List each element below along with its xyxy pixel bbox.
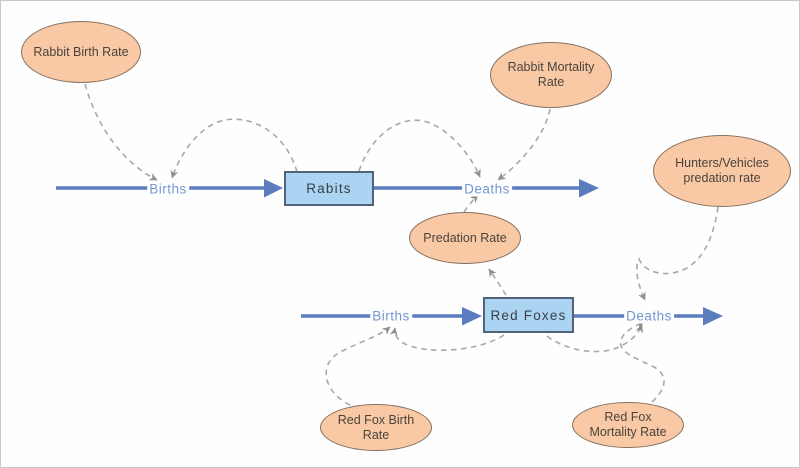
link-hunters-vehicles-to-fox-deaths (636, 206, 719, 301)
link-rabbit-mortality-rate-to-deaths (497, 108, 551, 181)
stock-rabits[interactable]: Rabits (284, 171, 374, 206)
variable-red-fox-birth-rate[interactable]: Red Fox Birth Rate (320, 404, 432, 451)
fox-flow-arrow-end (703, 307, 723, 326)
flow-label-rabbit-deaths[interactable]: Deaths (462, 181, 512, 197)
variable-hunters-vehicles-predation-rate[interactable]: Hunters/Vehicles predation rate (653, 135, 791, 207)
link-red-foxes-to-births (389, 327, 505, 351)
variable-rabbit-birth-rate[interactable]: Rabbit Birth Rate (21, 21, 141, 83)
flow-label-fox-births[interactable]: Births (370, 308, 412, 324)
variable-rabbit-mortality-rate[interactable]: Rabbit Mortality Rate (490, 42, 612, 108)
link-rabbit-birth-rate-to-births (84, 83, 158, 181)
variable-label: Hunters/Vehicles predation rate (675, 156, 769, 185)
stock-red-foxes[interactable]: Red Foxes (483, 297, 574, 333)
link-red-foxes-to-predation-rate (488, 268, 507, 296)
variable-label: Rabbit Mortality Rate (507, 60, 595, 89)
rabbit-flow-arrow-end (579, 179, 599, 198)
link-predation-rate-to-rabbit-deaths (463, 194, 479, 213)
fox-flow-arrow-into-stock (462, 307, 482, 326)
link-rabits-to-births (170, 118, 298, 179)
variable-label: Predation Rate (423, 230, 507, 245)
variable-predation-rate[interactable]: Predation Rate (409, 212, 521, 264)
variable-label: Rabbit Birth Rate (33, 44, 129, 59)
flow-label-rabbit-births[interactable]: Births (147, 181, 189, 197)
variable-red-fox-mortality-rate[interactable]: Red Fox Mortality Rate (572, 402, 684, 448)
link-rabits-to-deaths (358, 119, 481, 178)
link-red-foxes-to-deaths (546, 324, 643, 353)
stock-label: Rabits (306, 181, 352, 196)
variable-label: Red Fox Birth Rate (337, 412, 415, 442)
link-red-fox-mortality-rate-to-deaths (619, 321, 665, 403)
link-red-fox-birth-rate-to-births (325, 326, 391, 406)
flow-label-fox-deaths[interactable]: Deaths (624, 308, 674, 324)
rabbit-flow-arrow-into-stock (264, 179, 283, 198)
stock-label: Red Foxes (490, 307, 567, 323)
variable-label: Red Fox Mortality Rate (589, 410, 667, 439)
